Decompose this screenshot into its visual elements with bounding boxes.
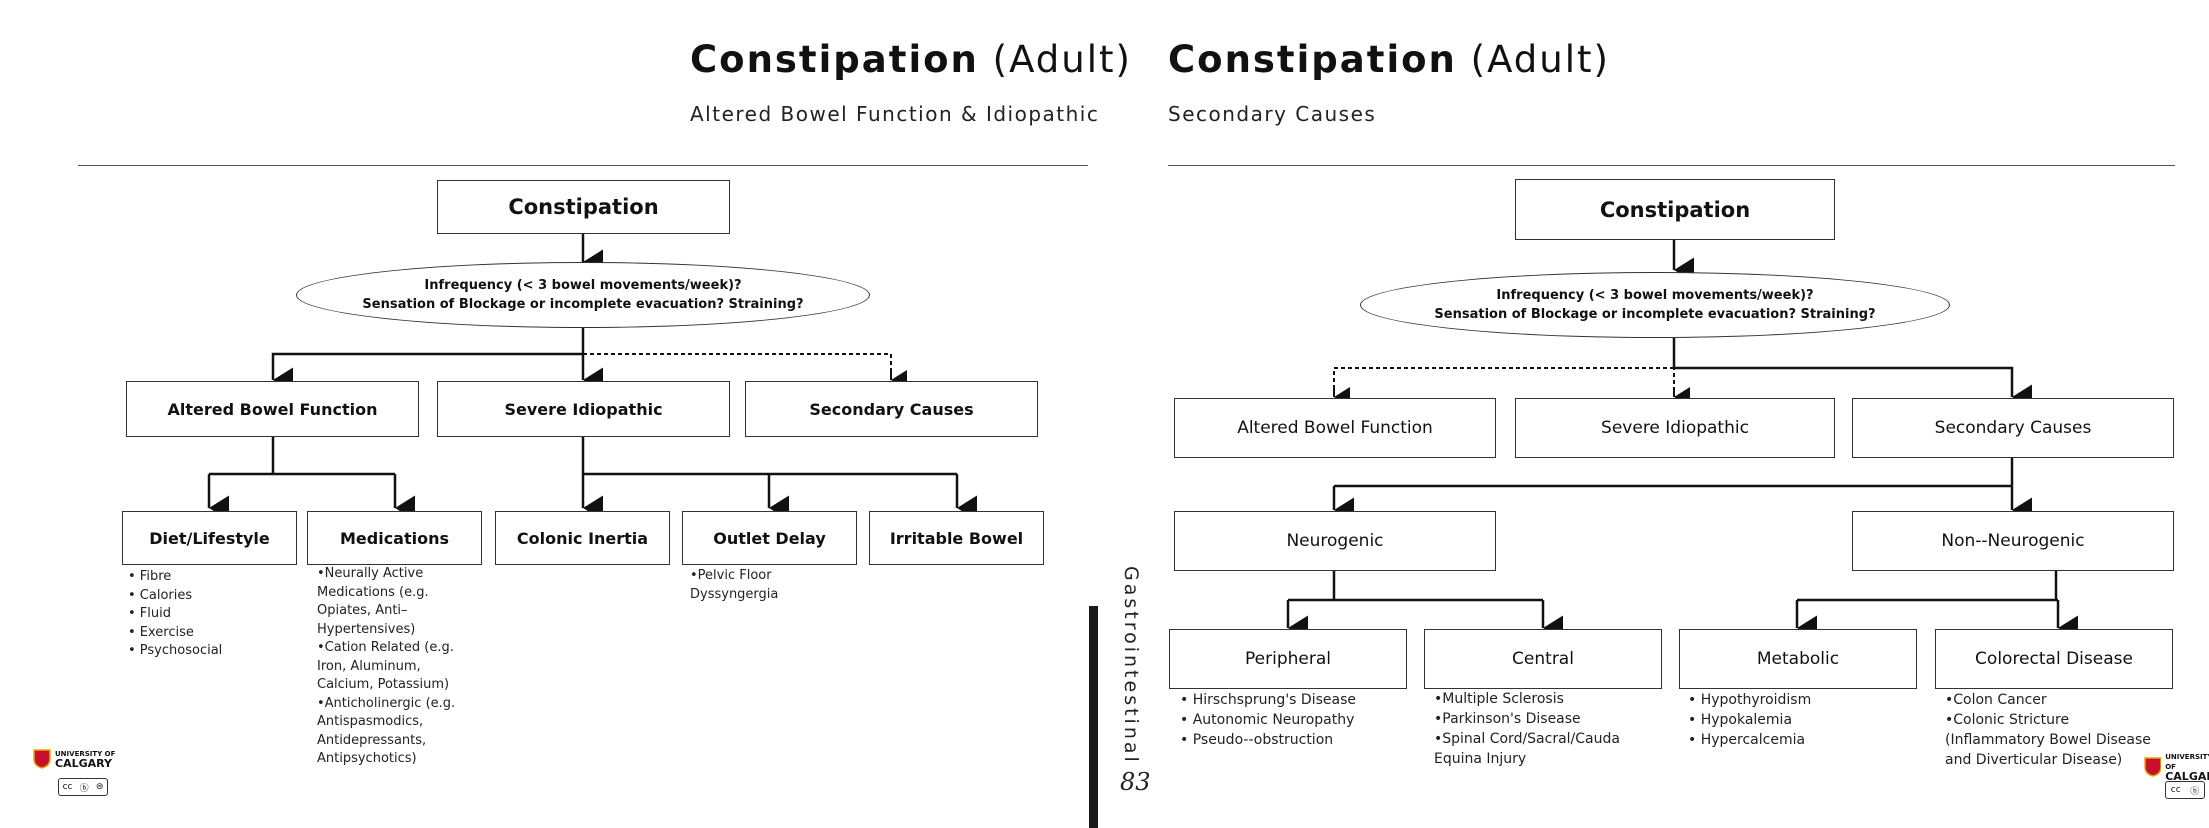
- right-colorectal-box: Colorectal Disease: [1935, 629, 2173, 689]
- right-non-neurogenic-box: Non--Neurogenic: [1852, 511, 2174, 571]
- spine-label: Gastrointestinal: [1120, 566, 1142, 765]
- list-item: • Autonomic Neuropathy: [1180, 712, 1355, 728]
- right-question-line1: Infrequency (< 3 bowel movements/week)?: [1496, 288, 1814, 303]
- spine-bar: [1089, 606, 1098, 828]
- right-peripheral-box: Peripheral: [1169, 629, 1407, 689]
- left-diet-list: • Fibre • Calories • Fluid • Exercise • …: [128, 568, 222, 661]
- left-irritable-bowel-box: Irritable Bowel: [869, 511, 1044, 565]
- right-question-oval: Infrequency (< 3 bowel movements/week)? …: [1360, 272, 1950, 338]
- right-root-box: Constipation: [1515, 179, 1835, 240]
- list-item: •Colonic Stricture: [1945, 712, 2070, 728]
- right-metabolic-list: • Hypothyroidism • Hypokalemia • Hyperca…: [1688, 690, 1811, 750]
- right-central-list: •Multiple Sclerosis •Parkinson's Disease…: [1434, 689, 1620, 769]
- list-item: Equina Injury: [1434, 751, 1527, 767]
- list-item: •Parkinson's Disease: [1434, 711, 1581, 727]
- list-item: •Multiple Sclerosis: [1434, 691, 1564, 707]
- logo-line2: CALGARY: [55, 757, 112, 770]
- list-item: Antipsychotics): [317, 751, 417, 766]
- page-number: 83: [1120, 768, 1151, 796]
- right-peripheral-list: • Hirschsprung's Disease • Autonomic Neu…: [1180, 690, 1356, 750]
- left-question-line1: Infrequency (< 3 bowel movements/week)?: [424, 278, 742, 293]
- list-item: •Cation Related (e.g.: [317, 640, 454, 655]
- list-item: • Calories: [128, 587, 193, 603]
- left-secondary-causes-box: Secondary Causes: [745, 381, 1038, 437]
- right-metabolic-box: Metabolic: [1679, 629, 1917, 689]
- list-item: Hypertensives): [317, 621, 416, 637]
- left-outlet-delay-box: Outlet Delay: [682, 511, 857, 565]
- list-item: • Hirschsprung's Disease: [1180, 692, 1356, 708]
- list-item: •Spinal Cord/Sacral/Cauda: [1434, 731, 1620, 747]
- left-medications-box: Medications: [307, 511, 482, 565]
- logo-line1: UNIVERSITY OF: [55, 750, 116, 758]
- list-item: • Fibre: [128, 569, 172, 584]
- shield-icon: [2144, 757, 2162, 777]
- list-item: • Hypercalcemia: [1688, 732, 1806, 748]
- list-item: Dyssyngergia: [690, 586, 779, 602]
- list-item: Iron, Aluminum,: [317, 658, 421, 674]
- list-item: • Hypokalemia: [1688, 712, 1793, 728]
- left-question-oval: Infrequency (< 3 bowel movements/week)? …: [296, 262, 870, 328]
- left-root-box: Constipation: [437, 180, 730, 234]
- left-altered-bowel-box: Altered Bowel Function: [126, 381, 419, 437]
- list-item: (Inflammatory Bowel Disease: [1945, 732, 2151, 748]
- right-neurogenic-box: Neurogenic: [1174, 511, 1496, 571]
- list-item: •Pelvic Floor: [690, 568, 772, 583]
- list-item: • Fluid: [128, 606, 171, 621]
- left-medications-list: •Neurally Active Medications (e.g. Opiat…: [317, 565, 455, 769]
- list-item: • Pseudo--obstruction: [1180, 732, 1334, 748]
- right-subtitle: Secondary Causes: [1168, 102, 1377, 126]
- list-item: Antidepressants,: [317, 732, 427, 748]
- list-item: • Psychosocial: [128, 643, 223, 658]
- left-colonic-inertia-box: Colonic Inertia: [495, 511, 670, 565]
- list-item: and Diverticular Disease): [1945, 752, 2123, 768]
- right-severe-idiopathic-box: Severe Idiopathic: [1515, 398, 1835, 458]
- right-altered-bowel-box: Altered Bowel Function: [1174, 398, 1496, 458]
- logo-line2: CALGARY: [2165, 770, 2209, 783]
- left-title: Constipation (Adult): [690, 38, 1132, 81]
- left-outlet-list: •Pelvic Floor Dyssyngergia: [690, 567, 778, 604]
- left-divider: [78, 165, 1088, 166]
- list-item: •Neurally Active: [317, 566, 424, 581]
- list-item: Antispasmodics,: [317, 714, 424, 729]
- shield-icon: [33, 749, 51, 769]
- list-item: • Exercise: [128, 624, 194, 640]
- left-severe-idiopathic-box: Severe Idiopathic: [437, 381, 730, 437]
- logo-line1: UNIVERSITY OF: [2165, 753, 2209, 771]
- right-colorectal-list: •Colon Cancer •Colonic Stricture (Inflam…: [1945, 690, 2151, 770]
- list-item: Medications (e.g.: [317, 584, 429, 600]
- right-central-box: Central: [1424, 629, 1662, 689]
- list-item: Opiates, Anti–: [317, 603, 408, 618]
- left-diet-lifestyle-box: Diet/Lifestyle: [122, 511, 297, 565]
- right-question-line2: Sensation of Blockage or incomplete evac…: [1434, 307, 1876, 322]
- left-question-line2: Sensation of Blockage or incomplete evac…: [362, 297, 804, 312]
- right-divider: [1168, 165, 2175, 166]
- left-subtitle: Altered Bowel Function & Idiopathic: [690, 102, 1100, 126]
- right-secondary-causes-box: Secondary Causes: [1852, 398, 2174, 458]
- right-title: Constipation (Adult): [1168, 38, 1610, 81]
- list-item: Calcium, Potassium): [317, 677, 450, 692]
- list-item: • Hypothyroidism: [1688, 692, 1812, 708]
- list-item: •Colon Cancer: [1945, 692, 2047, 708]
- list-item: •Anticholinergic (e.g.: [317, 695, 456, 711]
